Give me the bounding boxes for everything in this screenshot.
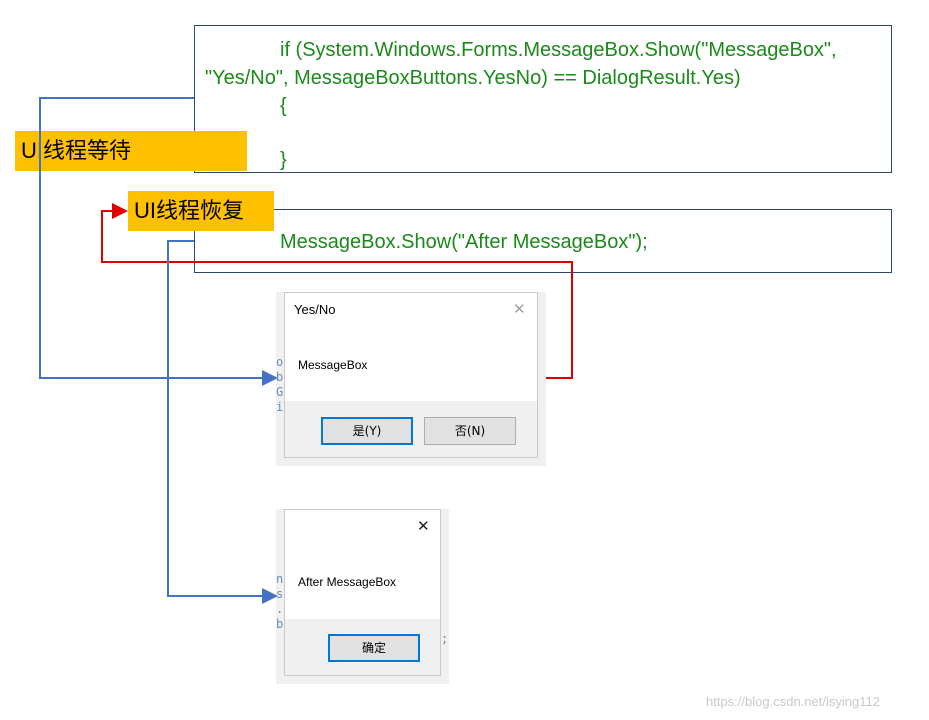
no-button[interactable]: 否(N) [424, 417, 516, 445]
yes-button[interactable]: 是(Y) [321, 417, 413, 445]
label-ui-thread-resume: UI线程恢复 [128, 191, 274, 231]
close-icon[interactable]: ✕ [417, 517, 430, 535]
code-line-after: MessageBox.Show("After MessageBox"); [280, 231, 648, 253]
arrow-after-to-dialog [167, 240, 278, 604]
code-line-2: "Yes/No", MessageBoxButtons.YesNo) == Di… [205, 67, 741, 89]
dialog-after: ✕ After MessageBox 确定 [284, 509, 441, 676]
dialog-message: After MessageBox [298, 575, 397, 589]
dialog-yesno: Yes/No ✕ MessageBox 是(Y) 否(N) [284, 292, 538, 458]
ok-button[interactable]: 确定 [328, 634, 420, 662]
dialog-title: Yes/No [294, 302, 336, 317]
code-line-1: if (System.Windows.Forms.MessageBox.Show… [280, 39, 837, 61]
code-line-close-brace: } [280, 149, 287, 171]
background-code-fragment-3: ; [441, 632, 449, 646]
code-line-open-brace: { [280, 95, 287, 117]
code-box-messagebox-if: if (System.Windows.Forms.MessageBox.Show… [194, 25, 892, 173]
watermark: https://blog.csdn.net/lsying112 [706, 694, 880, 709]
close-icon[interactable]: ✕ [513, 300, 526, 318]
dialog-message: MessageBox [298, 358, 368, 372]
arrow-dialog-to-resume [101, 203, 573, 379]
arrow-wait-to-dialog [39, 97, 278, 386]
